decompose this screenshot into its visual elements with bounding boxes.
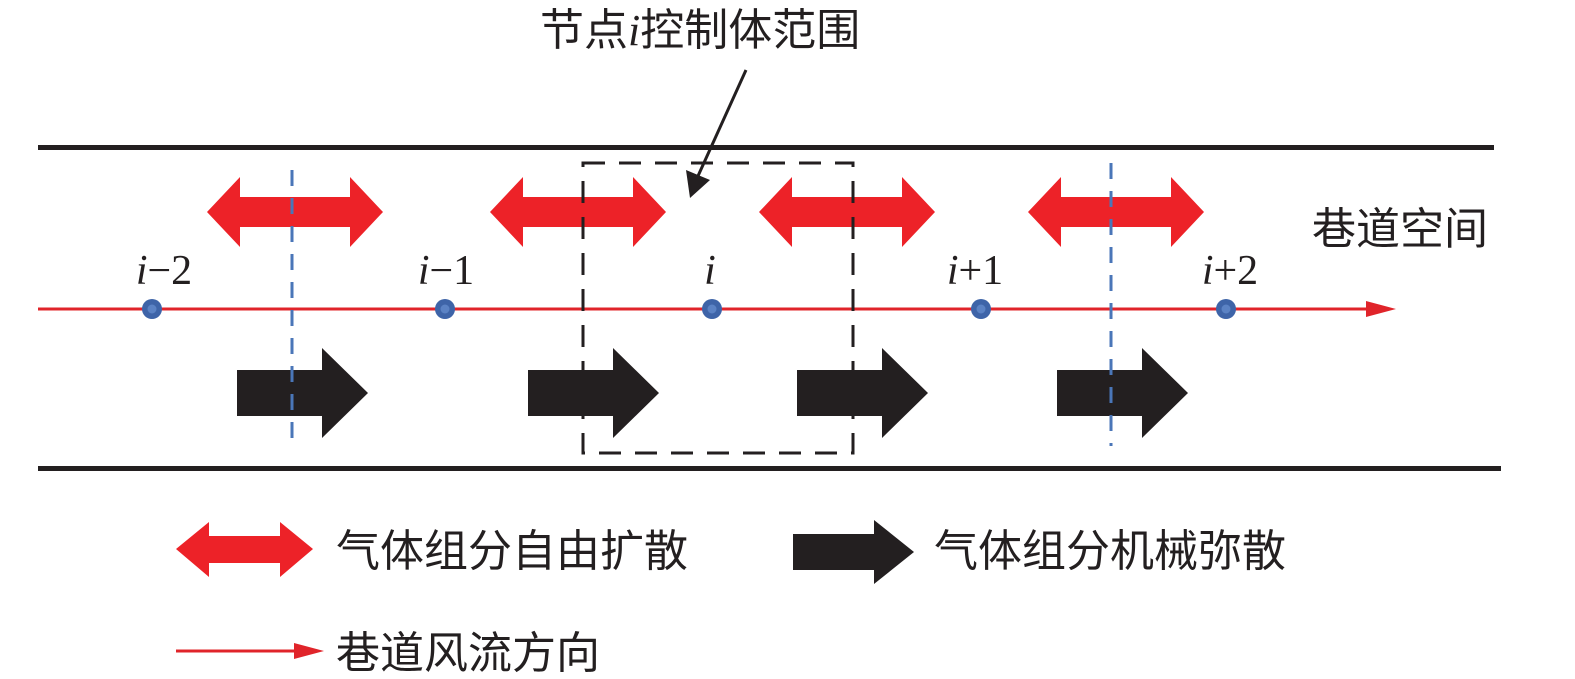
legend-item-airflow: 巷道风流方向 — [176, 628, 600, 679]
dispersion-arrow-icon — [797, 348, 928, 438]
node-label: i+1 — [947, 248, 1003, 294]
node-point-center — [976, 304, 986, 314]
airflow-arrowhead-icon — [1366, 301, 1396, 317]
legend-label-dispersion: 气体组分机械弥散 — [934, 526, 1286, 577]
diffusion-double-arrow-icon — [490, 177, 666, 247]
roadway-bottom-wall — [38, 466, 1501, 471]
diffusion-double-arrow-icon — [1028, 177, 1204, 247]
roadway-top-wall — [38, 145, 1494, 150]
dispersion-arrow-icon — [1057, 348, 1188, 438]
double-arrow-icon — [176, 522, 313, 577]
roadway-space-label: 巷道空间 — [1312, 204, 1488, 255]
node-label: i−1 — [418, 248, 474, 294]
right-arrow-icon — [793, 520, 914, 584]
legend-label-diffusion: 气体组分自由扩散 — [336, 526, 688, 577]
dispersion-arrow-icon — [237, 348, 368, 438]
callout-label: 节点i控制体范围 — [540, 5, 860, 56]
node-point-center — [1221, 304, 1231, 314]
callout-pointer-arrow — [686, 69, 748, 198]
diffusion-double-arrow-icon — [207, 177, 383, 247]
node-label: i−2 — [136, 248, 192, 294]
control-volume-box — [581, 161, 855, 455]
node-point-center — [147, 304, 157, 314]
diffusion-double-arrow-icon — [759, 177, 935, 247]
airflow-arrow-icon — [294, 643, 324, 659]
legend-label-airflow: 巷道风流方向 — [336, 628, 600, 679]
legend-item-diffusion: 气体组分自由扩散 — [176, 522, 688, 577]
node-point-center — [440, 304, 450, 314]
dispersion-arrow-icon — [528, 348, 659, 438]
node-point-center — [707, 304, 717, 314]
node-label: i+2 — [1202, 248, 1258, 294]
legend-item-dispersion: 气体组分机械弥散 — [793, 520, 1286, 584]
node-label: i — [704, 248, 716, 294]
legend: 气体组分自由扩散 气体组分机械弥散 巷道风流方向 — [176, 520, 1286, 679]
